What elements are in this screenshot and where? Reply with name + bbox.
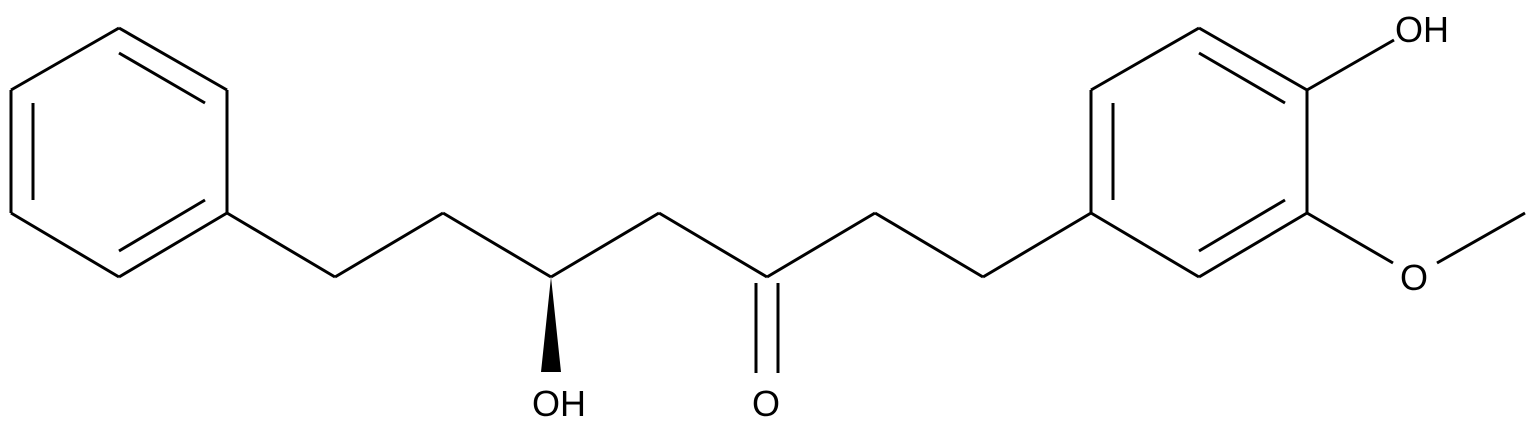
hydroxyl-oh-label: OH: [532, 383, 586, 424]
phenyl-bond-3: [118, 211, 228, 279]
phenyl-double-inner-1: [118, 51, 206, 105]
phenyl-bond-4: [10, 211, 120, 279]
aryl-double-inner-3: [1198, 198, 1286, 253]
phenyl-bond-1: [118, 26, 228, 92]
chain-bond-4: [550, 211, 660, 279]
chain-bond-2: [334, 211, 444, 279]
phenyl-bond-6: [10, 26, 120, 92]
phenyl-double-inner-2: [118, 198, 206, 253]
methoxy-o-bond: [1306, 211, 1394, 265]
bonds: [9, 26, 1526, 373]
chain-bond-8: [982, 211, 1092, 279]
chain-bond-6: [766, 211, 876, 279]
ketone-o-label: O: [752, 383, 780, 424]
aryl-bond-6: [1090, 211, 1200, 279]
aryl-bond-2: [1090, 26, 1200, 92]
chain-bond-3: [442, 211, 552, 279]
chain-bond-1: [226, 211, 336, 279]
chain-bond-5: [658, 211, 768, 279]
phenol-oh-label: OH: [1395, 9, 1449, 50]
aryl-double-inner-2: [1198, 51, 1286, 105]
methoxy-o-label: O: [1400, 257, 1428, 298]
aryl-bond-5: [1198, 211, 1308, 279]
stereo-wedge-bond: [541, 277, 561, 372]
aryl-bond-3: [1198, 26, 1308, 92]
methoxy-ch3-bond: [1436, 211, 1526, 265]
chain-bond-7: [874, 211, 984, 279]
phenol-o-bond: [1306, 38, 1395, 92]
